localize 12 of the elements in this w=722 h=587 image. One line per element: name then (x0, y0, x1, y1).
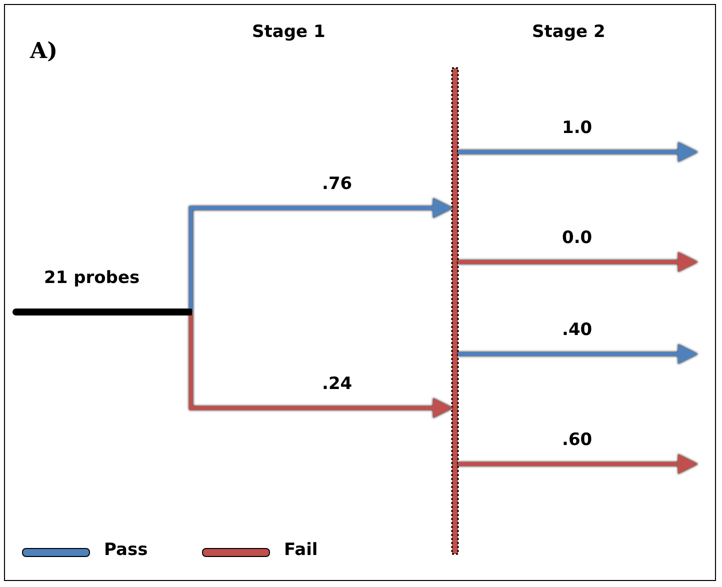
arrow (458, 142, 698, 162)
column-heading: Stage 2 (532, 22, 606, 42)
arrow (189, 312, 453, 418)
panel-letter: A) (30, 38, 58, 64)
arrow (458, 344, 698, 364)
arrow (458, 454, 698, 474)
legend-label: Pass (104, 540, 148, 560)
start-label: 21 probes (44, 268, 140, 288)
column-heading: Stage 1 (252, 22, 326, 42)
arrow (189, 198, 453, 312)
legend-label: Fail (284, 540, 318, 560)
arrow (458, 252, 698, 272)
